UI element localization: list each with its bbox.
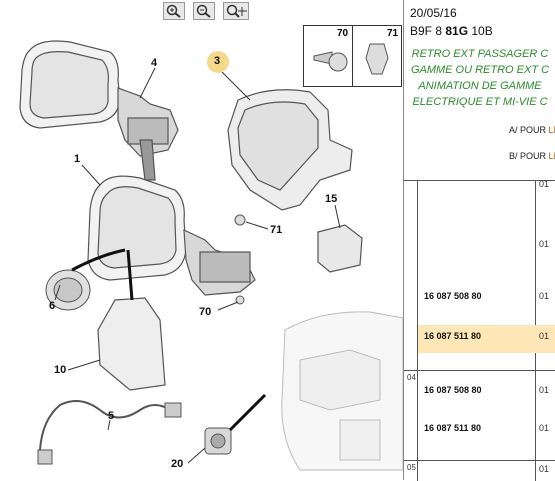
qty-row-3: 01 bbox=[539, 385, 550, 395]
qty-row-4: 01 bbox=[539, 423, 550, 433]
zoom-fit-icon bbox=[226, 4, 247, 18]
description-line-3: ANIMATION DE GAMME bbox=[418, 80, 542, 92]
dashboard-outline bbox=[281, 311, 403, 471]
selected-callout-highlight bbox=[207, 51, 229, 73]
qty-row-2: 01 bbox=[539, 331, 550, 341]
catalog-code: B9F 8 81G 10B bbox=[410, 24, 493, 38]
mirror-glass-10 bbox=[97, 297, 166, 391]
callout-4[interactable]: 4 bbox=[151, 57, 158, 69]
parts-info-panel: 20/05/16 B9F 8 81G 10B RETRO EXT PASSAGE… bbox=[403, 0, 555, 481]
qty-row-1: 01 bbox=[539, 291, 550, 301]
inset-num-71: 71 bbox=[387, 28, 399, 39]
qty-top-1: 01 bbox=[539, 179, 550, 189]
callout-5[interactable]: 5 bbox=[108, 410, 115, 422]
group-05: 05 bbox=[407, 463, 416, 472]
fastener-inset: 70 71 bbox=[303, 25, 402, 87]
screw-icon bbox=[313, 51, 348, 72]
mirror-switch-20 bbox=[204, 427, 232, 455]
callout-3[interactable]: 3 bbox=[214, 55, 221, 67]
zoom-toolbar bbox=[155, 2, 255, 20]
mirror-cover-3 bbox=[227, 89, 353, 211]
callout-20[interactable]: 20 bbox=[171, 458, 184, 470]
description-line-1: RETRO EXT PASSAGER C bbox=[411, 48, 549, 60]
description-line-2: GAMME OU RETRO EXT C bbox=[410, 64, 550, 76]
callout-71[interactable]: 71 bbox=[270, 224, 283, 236]
zoom-in-button[interactable] bbox=[163, 2, 185, 20]
callout-10[interactable]: 10 bbox=[54, 364, 67, 376]
exploded-parts-diagram[interactable]: 4 3 1 15 71 70 6 10 5 20 70 71 bbox=[0, 0, 403, 480]
condition-b[interactable]: B/ POUR LI bbox=[508, 151, 555, 161]
callout-1[interactable]: 1 bbox=[74, 153, 81, 165]
callout-15[interactable]: 15 bbox=[325, 193, 338, 205]
cap-15 bbox=[317, 224, 363, 273]
motor-ring-6 bbox=[45, 269, 91, 311]
zoom-out-icon bbox=[196, 4, 211, 18]
wiring-harness-5 bbox=[39, 400, 171, 451]
catalog-date: 20/05/16 bbox=[410, 6, 457, 20]
clip-icon bbox=[365, 43, 389, 75]
inset-num-70: 70 bbox=[337, 28, 349, 39]
part-number-row-3[interactable]: 16 087 508 80 bbox=[424, 385, 482, 395]
description-line-4: ELECTRIQUE ET MI-VIE C bbox=[412, 96, 548, 108]
callout-70[interactable]: 70 bbox=[199, 306, 212, 318]
diagram-drawing bbox=[19, 40, 403, 471]
part-number-row-1[interactable]: 16 087 508 80 bbox=[424, 291, 482, 301]
qty-top-2: 01 bbox=[539, 239, 550, 249]
selected-row-highlight bbox=[418, 325, 555, 353]
mirror-assembly-4 bbox=[19, 40, 179, 181]
part-number-row-4[interactable]: 16 087 511 80 bbox=[424, 423, 482, 433]
condition-a[interactable]: A/ POUR LI bbox=[508, 125, 555, 135]
parts-table: 01 01 16 087 508 80 01 16 087 511 80 01 … bbox=[404, 179, 555, 481]
zoom-in-icon bbox=[166, 4, 181, 18]
zoom-fit-button[interactable] bbox=[223, 2, 249, 20]
group-04: 04 bbox=[407, 373, 416, 382]
qty-bottom: 01 bbox=[539, 464, 550, 474]
callout-6[interactable]: 6 bbox=[49, 300, 56, 312]
zoom-out-button[interactable] bbox=[193, 2, 215, 20]
mirror-assembly-1 bbox=[87, 175, 256, 296]
part-number-row-2[interactable]: 16 087 511 80 bbox=[424, 331, 482, 341]
